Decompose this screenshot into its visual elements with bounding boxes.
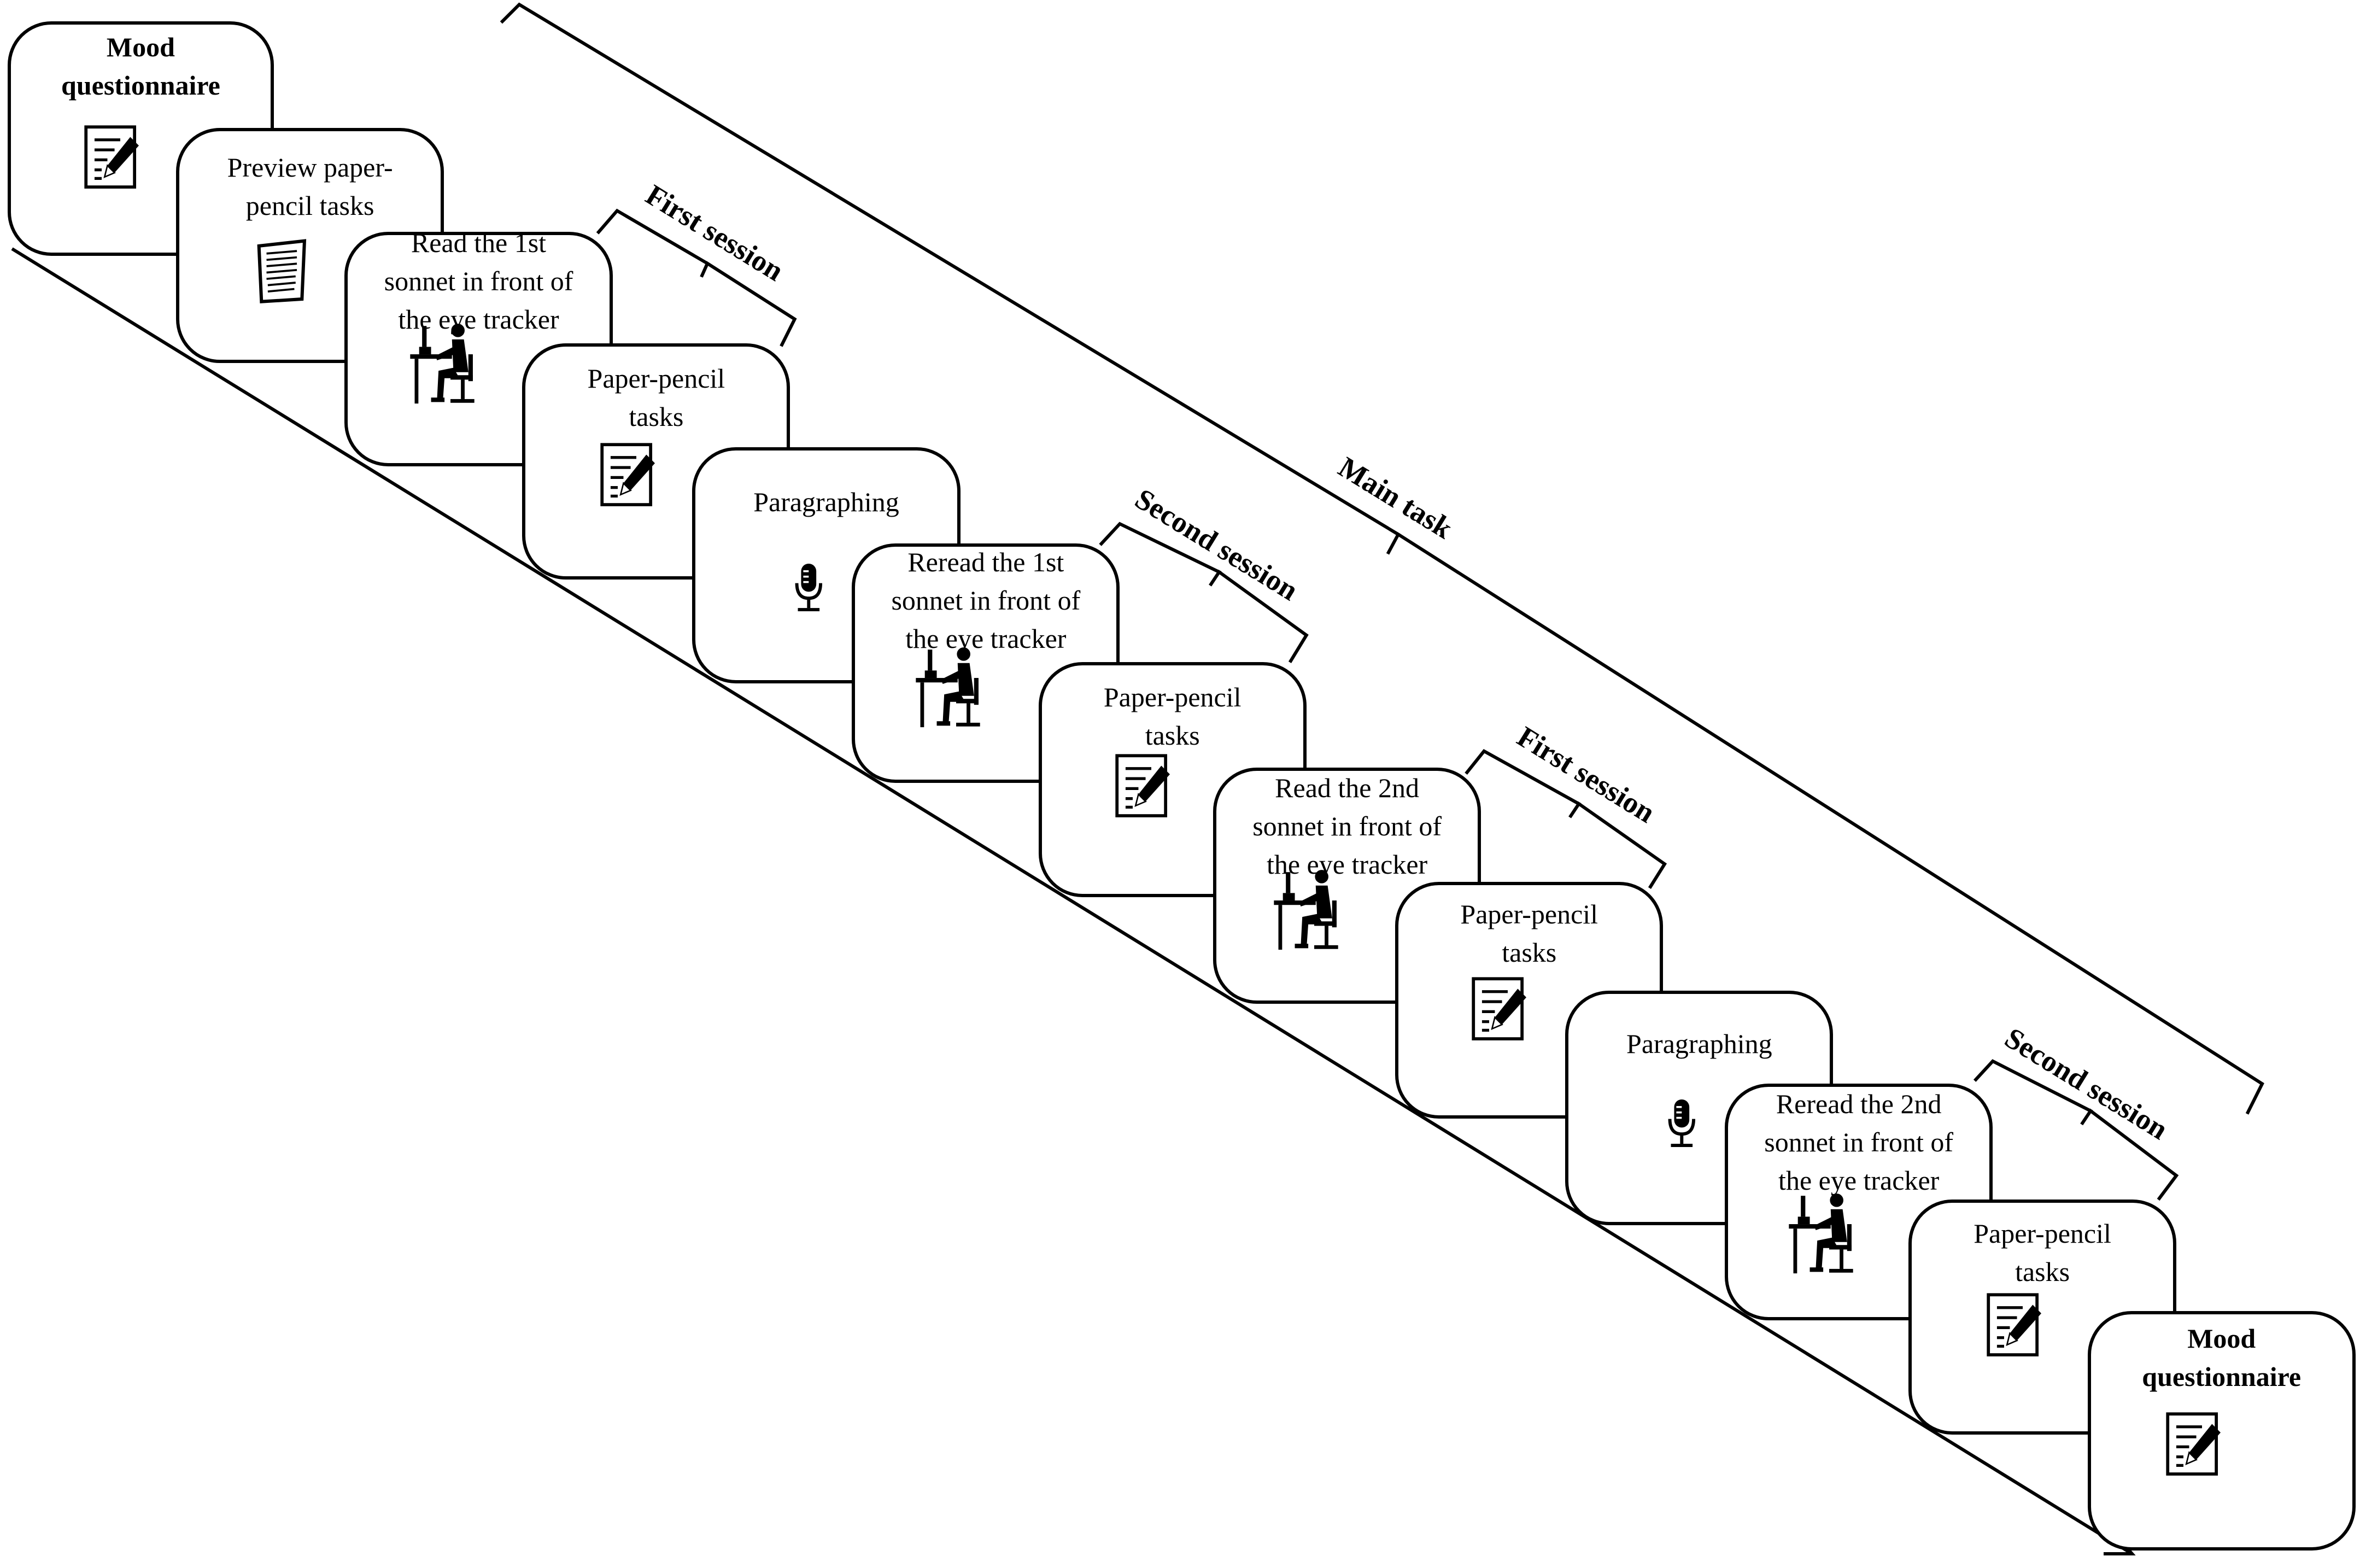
session-brace (596, 208, 797, 347)
step-card: Read the 2nd sonnet in front of the eye … (1213, 768, 1481, 1004)
step-label: Reread the 1st sonnet in front of the ey… (891, 546, 1081, 654)
step-label: Mood questionnaire (61, 32, 220, 101)
step-label: Paper-pencil tasks (1460, 898, 1598, 968)
microphone-icon (1659, 1097, 1705, 1149)
pencil-paper-icon (1114, 753, 1172, 818)
pencil-paper-icon (599, 442, 657, 507)
person-at-computer-icon (1272, 868, 1348, 954)
pencil-paper-icon (1471, 976, 1528, 1042)
person-at-computer-icon (914, 645, 989, 732)
step-label: Paper-pencil tasks (1974, 1218, 2111, 1287)
step-label: Read the 1st sonnet in front of the eye … (384, 227, 573, 335)
timeline-arrow (11, 247, 2133, 1555)
step-label: Paper-pencil tasks (587, 362, 725, 432)
step-label: Read the 2nd sonnet in front of the eye … (1252, 772, 1442, 880)
step-label: Reread the 2nd sonnet in front of the ey… (1764, 1088, 1954, 1196)
step-label: Paragraphing (1626, 1028, 1772, 1059)
pencil-paper-icon (1986, 1292, 2043, 1358)
session-brace (1973, 1059, 2179, 1201)
step-label: Paper-pencil tasks (1103, 682, 1242, 751)
session-brace (500, 2, 2264, 1115)
document-icon (253, 238, 311, 304)
session-brace (1465, 748, 1667, 889)
session-brace (1099, 522, 1309, 663)
pencil-paper-icon (2165, 1411, 2222, 1477)
step-label: Preview paper- pencil tasks (227, 152, 393, 221)
step-label: Paragraphing (753, 486, 899, 517)
microphone-icon (786, 561, 831, 613)
pencil-paper-icon (83, 124, 140, 190)
person-at-computer-icon (1787, 1191, 1863, 1278)
person-at-computer-icon (408, 321, 484, 408)
step-label: Mood questionnaire (2142, 1323, 2302, 1393)
step-card: Mood questionnaire (2087, 1311, 2356, 1551)
